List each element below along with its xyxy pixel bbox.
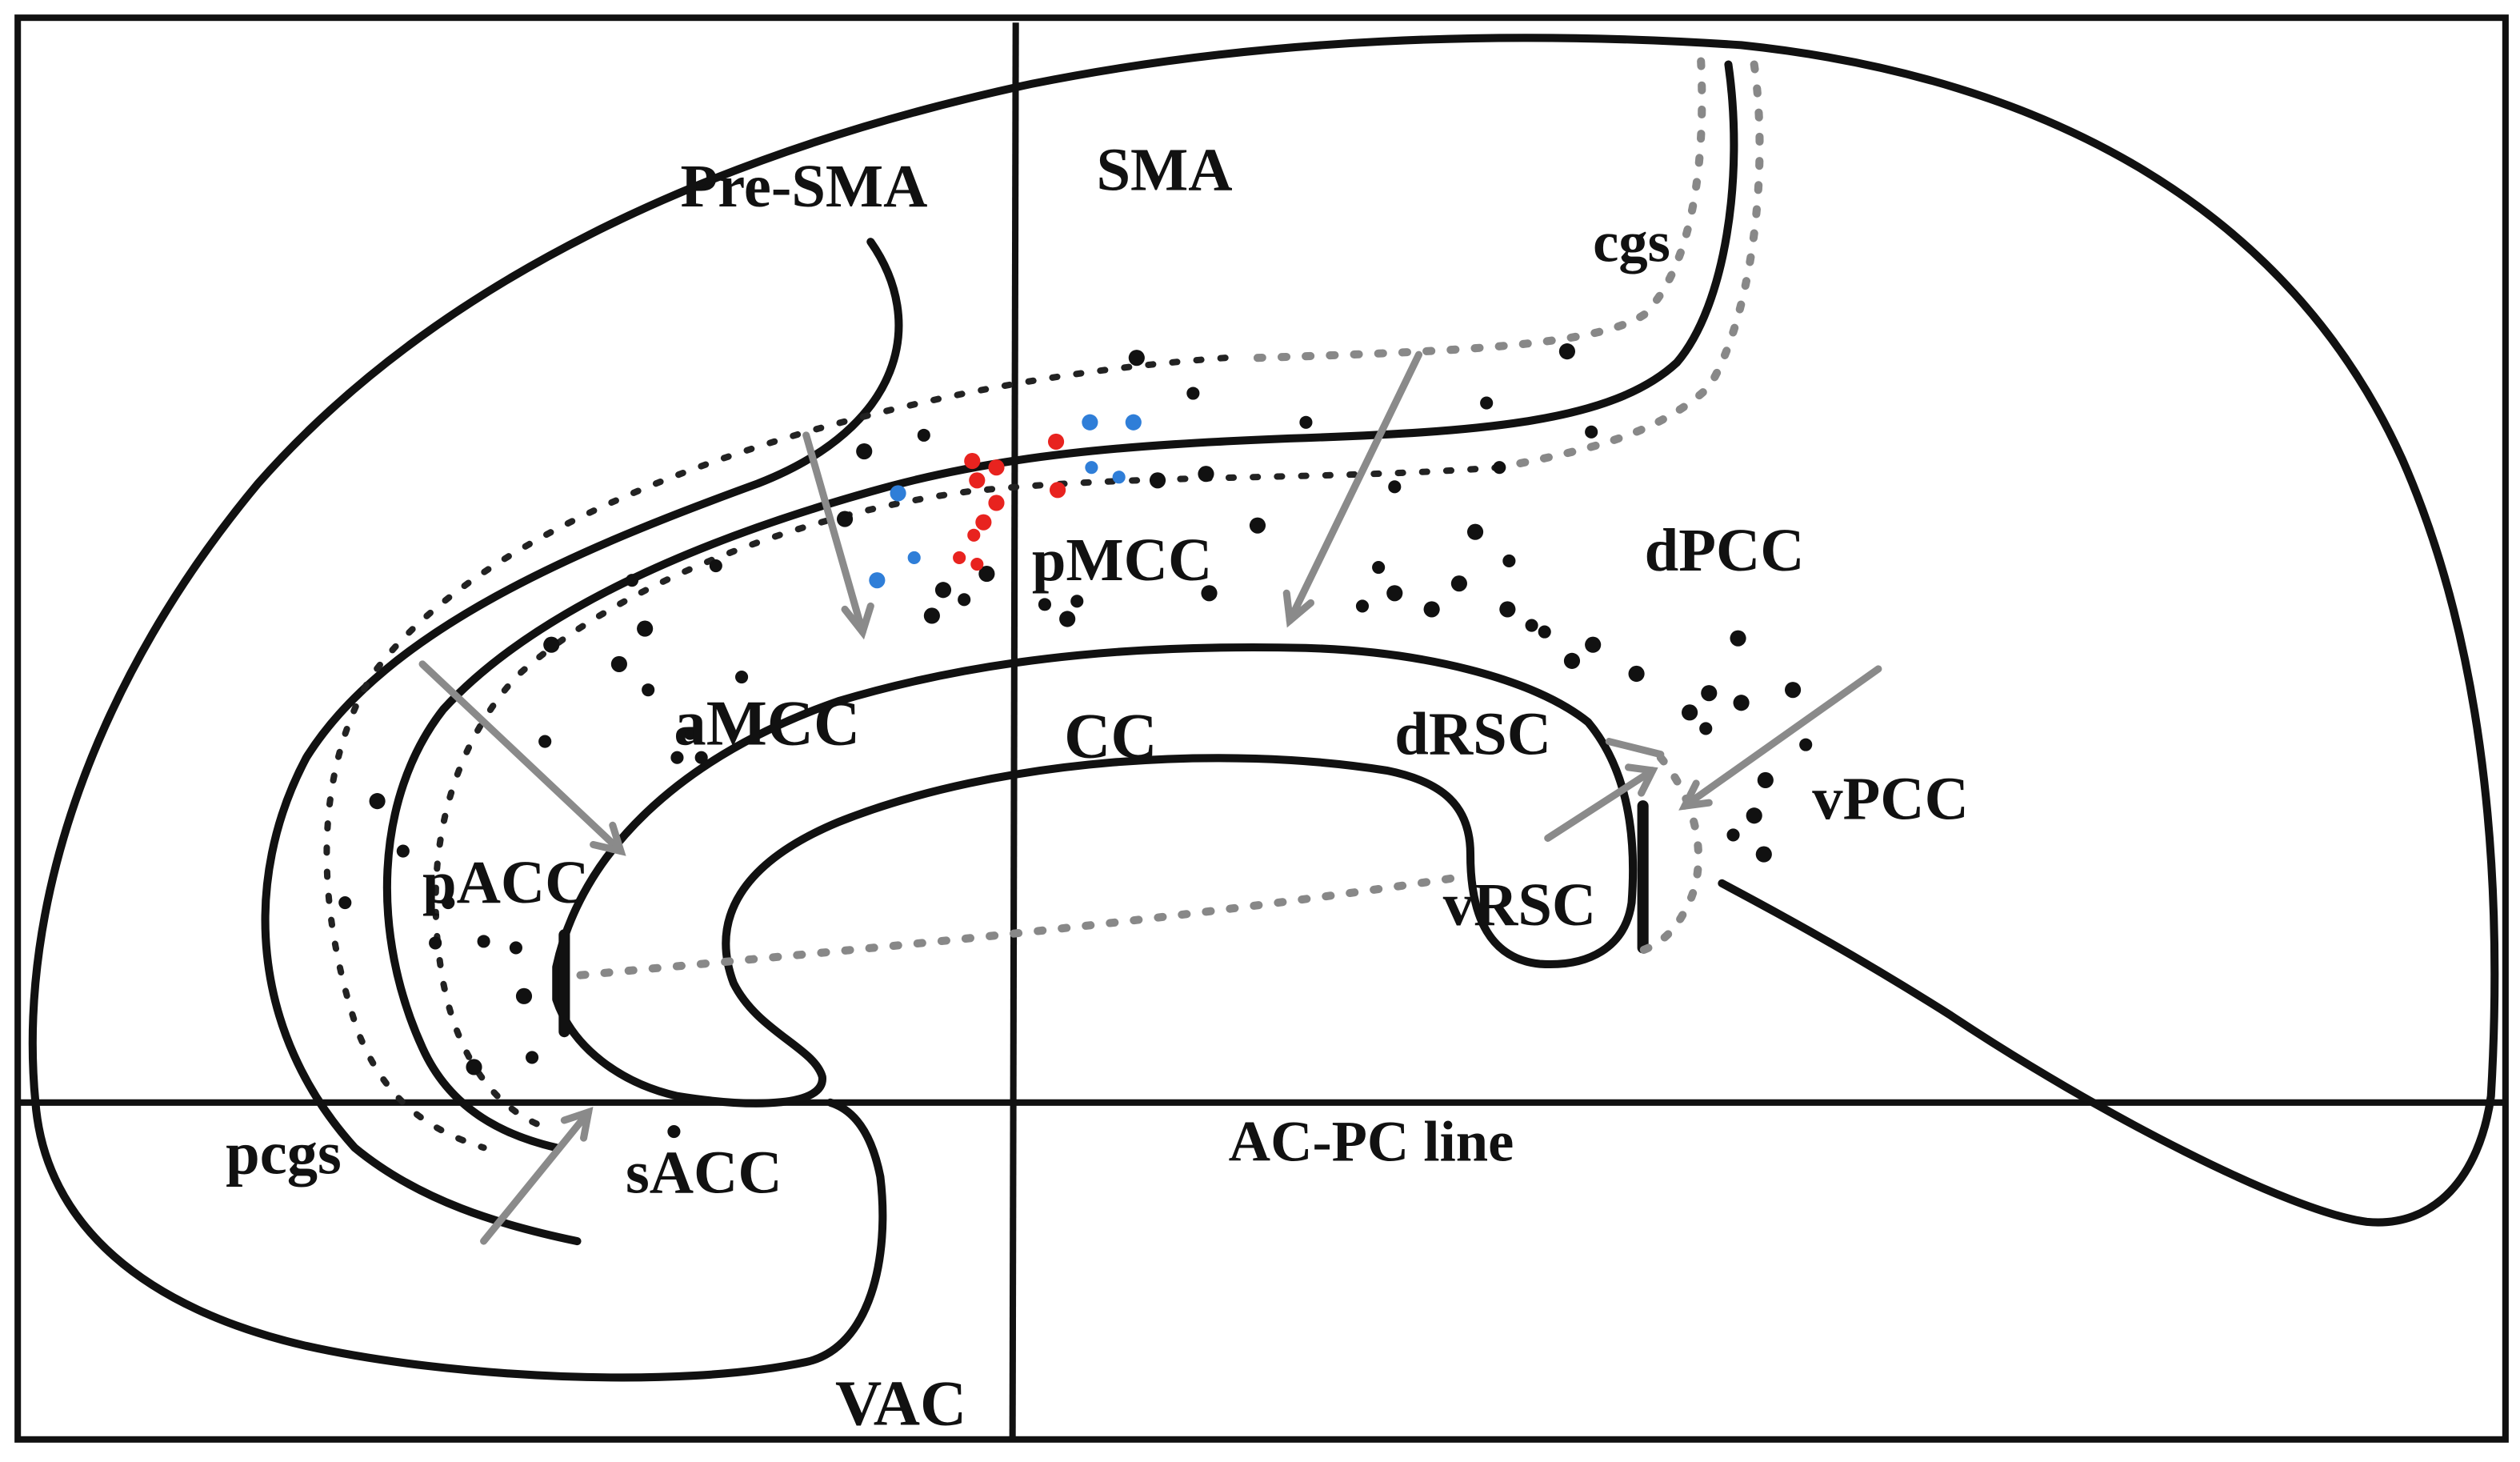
dotted-line-grey-cgs — [1253, 57, 1706, 362]
label-pcgs: pcgs — [226, 1119, 342, 1187]
blue-points — [869, 414, 1142, 589]
label-cgs: cgs — [1593, 209, 1670, 274]
dotted-line-grey-cgs-right — [1511, 60, 1764, 469]
hemisphere-outline — [28, 34, 2499, 1382]
arrows — [418, 350, 1882, 1245]
label-pmcc: pMCC — [1032, 526, 1212, 594]
corpus-callosum-outline — [552, 643, 1638, 1108]
label-vrsc: vRSC — [1443, 871, 1596, 939]
label-amcc: aMCC — [674, 688, 860, 759]
cgs-solid-line — [382, 60, 1738, 1152]
label-ac-pc-line: AC-PC line — [1229, 1108, 1514, 1173]
label-pacc: pACC — [422, 848, 589, 916]
label-cc: CC — [1064, 701, 1157, 772]
figure-frame — [14, 14, 2509, 1443]
dotted-line-inner — [432, 464, 1503, 1132]
label-sacc: sACC — [626, 1139, 782, 1207]
dotted-line-outer — [323, 354, 1229, 1152]
red-points — [953, 433, 1066, 571]
label-dpcc: dPCC — [1645, 516, 1805, 584]
vac-line — [1009, 22, 1019, 1440]
label-sma: SMA — [1096, 136, 1232, 204]
black-points — [338, 343, 1813, 1139]
label-vpcc: vPCC — [1812, 764, 1969, 832]
dotted-line-grey-cc — [576, 874, 1455, 979]
label-vac: VAC — [835, 1368, 966, 1440]
label-drsc: dRSC — [1394, 700, 1551, 768]
label-pre-sma: Pre-SMA — [680, 152, 927, 220]
cingulate-outer-line — [261, 238, 903, 1246]
